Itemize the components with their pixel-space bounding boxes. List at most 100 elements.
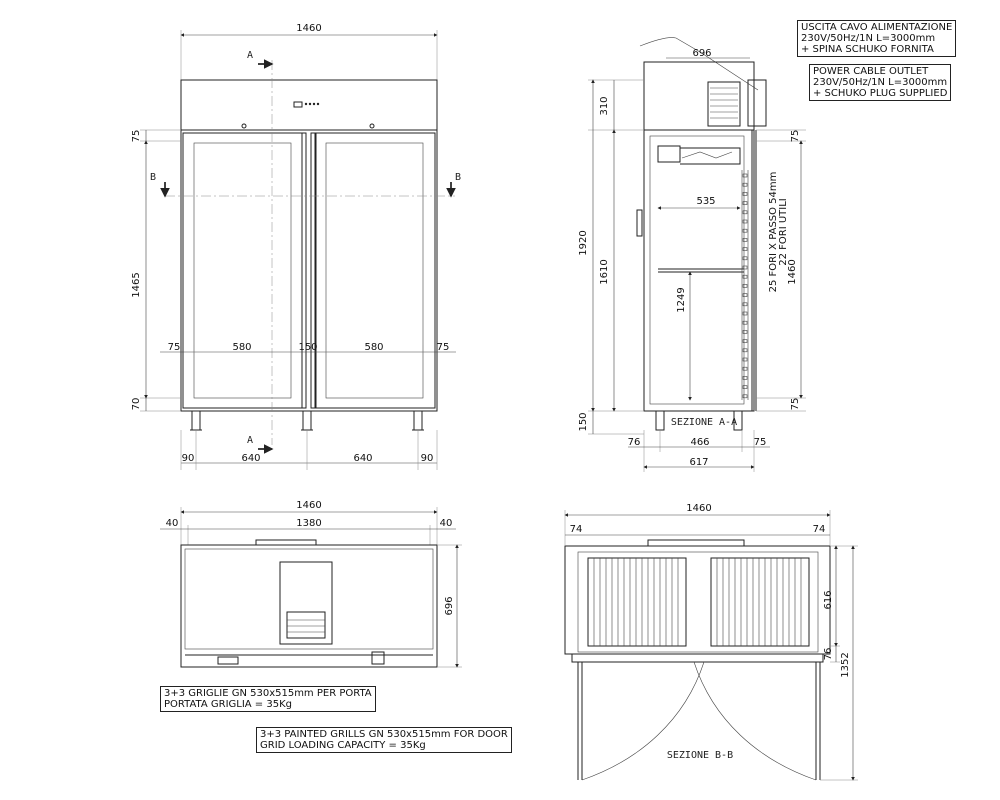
right-handle — [310, 132, 316, 409]
front-top-compartment — [180, 79, 438, 131]
control-panel-display — [293, 101, 303, 108]
bb-total-depth-label: 1352 — [840, 652, 851, 677]
top-body — [180, 544, 438, 668]
front-foot-left-label: 90 — [182, 453, 195, 464]
top-height-label: 310 — [599, 96, 610, 115]
right-door-glass — [325, 142, 424, 399]
rail-hole — [742, 385, 748, 389]
left-door — [182, 132, 303, 409]
condenser-grille — [747, 79, 767, 127]
bb-left-label: 74 — [570, 524, 583, 535]
left-grill — [587, 557, 687, 647]
compressor-unit — [707, 81, 741, 127]
foot — [191, 410, 201, 431]
bb-door-gap-label: 76 — [823, 648, 834, 661]
rail-hole — [742, 182, 748, 187]
top-margin-right-label: 40 — [440, 518, 453, 529]
holes-note-line1: 25 FORI X PASSO 54mm — [768, 172, 779, 293]
rail-hole — [742, 274, 748, 279]
bb-depth-inner-label: 616 — [823, 590, 834, 609]
top-view: 1460 40 1380 40 696 — [160, 500, 462, 668]
evaporator-fan — [657, 145, 681, 163]
rail-hole — [742, 348, 748, 353]
rail-hole — [742, 366, 748, 371]
rail-holes — [741, 170, 749, 400]
power-cable — [639, 37, 759, 91]
rail-hole — [742, 173, 748, 178]
right-door-swing — [693, 661, 817, 781]
bb-width-label: 1460 — [686, 503, 711, 514]
section-a-top-label: A — [247, 50, 253, 61]
front-foot-span-left-label: 640 — [241, 453, 260, 464]
top-inner-width-label: 1380 — [296, 518, 321, 529]
compressor-recess — [279, 561, 333, 645]
side-body — [643, 129, 755, 412]
rail-hole — [742, 210, 748, 215]
rail-hole — [742, 228, 748, 233]
front-side-left-label: 75 — [168, 342, 181, 353]
foot-height-label: 150 — [578, 412, 589, 431]
section-bb-label: SEZIONE B-B — [667, 750, 733, 761]
rail-hole — [742, 256, 748, 261]
front-bottom-offset-label: 70 — [131, 398, 142, 411]
front-foot-right-label: 90 — [421, 453, 434, 464]
cable-length-label: 696 — [692, 48, 711, 59]
rail-hole — [742, 247, 748, 251]
left-door-glass — [193, 142, 292, 399]
front-top-offset-label: 75 — [131, 130, 142, 143]
cable-note-italian: USCITA CAVO ALIMENTAZIONE 230V/50Hz/1N L… — [797, 20, 957, 57]
front-body — [180, 129, 438, 412]
front-door-left-label: 580 — [232, 342, 251, 353]
foot — [302, 410, 312, 431]
right-grill — [710, 557, 810, 647]
rail-hole — [742, 311, 748, 316]
bb-right-label: 74 — [813, 524, 826, 535]
top-width-label: 1460 — [296, 500, 321, 511]
top-margin-left-label: 40 — [166, 518, 179, 529]
rail-hole — [742, 238, 748, 242]
holes-note-line2: 22 FORI UTILI — [778, 198, 789, 266]
grill-note-english: 3+3 PAINTED GRILLS GN 530x515mm FOR DOOR… — [256, 727, 512, 753]
rail-hole — [742, 201, 748, 205]
rail-hole — [742, 302, 748, 307]
top-depth-label: 696 — [444, 596, 455, 615]
grill-wires — [593, 558, 802, 646]
front-width-label: 1460 — [296, 23, 321, 34]
rail-hole — [742, 219, 748, 224]
right-door — [315, 132, 436, 409]
side-top-right-label: 75 — [790, 130, 801, 143]
left-door-swing — [581, 661, 705, 781]
rail-hole — [742, 376, 748, 380]
left-handle — [301, 132, 307, 409]
rail-hole — [742, 357, 748, 362]
section-b-left-label: B — [150, 172, 156, 183]
rail-hole — [742, 265, 748, 270]
front-side-right-label: 75 — [437, 342, 450, 353]
front-foot-span-right-label: 640 — [353, 453, 372, 464]
section-bb-view: 1460 74 74 — [564, 503, 858, 781]
rail-hole — [742, 394, 748, 399]
rail-hole — [742, 320, 748, 325]
section-b-right-label: B — [455, 172, 461, 183]
depth-inner-label: 466 — [690, 437, 709, 448]
front-view: 1460 A A B B — [131, 23, 461, 470]
side-bottom-right-label: 75 — [790, 398, 801, 411]
section-a-bottom-label: A — [247, 435, 253, 446]
rail-hole — [742, 339, 748, 343]
rail-hole — [742, 284, 748, 288]
depth-right-label: 75 — [754, 437, 767, 448]
front-door-right-label: 580 — [364, 342, 383, 353]
rail-hole — [742, 330, 748, 334]
front-height-label: 1465 — [131, 272, 142, 297]
rail-height-label: 1249 — [676, 287, 687, 312]
door-height-label: 1460 — [787, 259, 798, 284]
side-section-view: 696 535 1249 25 FORI X PASSO 54mm — [578, 37, 806, 472]
side-top-compartment — [643, 61, 755, 131]
depth-total-label: 617 — [689, 457, 708, 468]
inner-height-label: 1610 — [599, 259, 610, 284]
door-handle-side — [636, 209, 643, 237]
section-aa-label: SEZIONE A-A — [671, 417, 737, 428]
shelf-width-label: 535 — [696, 196, 715, 207]
front-mullion-label: 150 — [298, 342, 317, 353]
